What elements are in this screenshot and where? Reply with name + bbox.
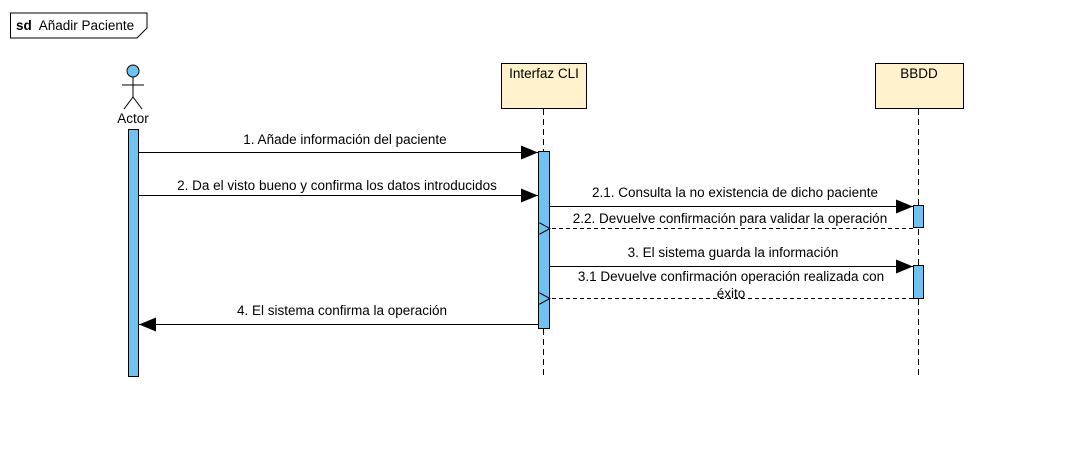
message-label-line-1: 3.1 Devuelve confirmación operación real… [578, 269, 884, 284]
actor-leg-right-icon [132, 96, 143, 110]
participant-interfaz-cli[interactable]: Interfaz CLI [501, 63, 587, 109]
activation-bar-bbdd [913, 205, 924, 228]
message-label: 2. Da el visto bueno y confirma los dato… [177, 178, 497, 193]
actor-head-icon [126, 64, 140, 78]
participant-box [875, 63, 964, 109]
message-4[interactable]: 4. El sistema confirma la operación [139, 303, 538, 332]
frame-title: sd Añadir Paciente [16, 18, 134, 33]
participant-label: BBDD [900, 66, 938, 81]
frame-keyword: sd [16, 18, 32, 33]
actor-leg-left-icon [123, 96, 134, 110]
activation-bar-bbdd [913, 265, 924, 299]
frame-tab-outline [10, 12, 148, 39]
participant-bbdd[interactable]: BBDD [875, 63, 964, 109]
message-label: 2.2. Devuelve confirmación para validar … [573, 211, 887, 226]
message-label: 3. El sistema guarda la información [628, 245, 839, 260]
frame-tab: sd Añadir Paciente [10, 12, 148, 39]
message-label: 1. Añade información del paciente [243, 132, 446, 147]
activation-bar-actor [128, 129, 139, 377]
participant-actor[interactable]: Actor [117, 64, 149, 126]
message-2-2[interactable]: 2.2. Devuelve confirmación para validar … [550, 211, 913, 229]
activation-bar-interfaz-cli [538, 151, 550, 329]
message-label-line-2: éxito [717, 286, 746, 301]
message-label: 4. El sistema confirma la operación [237, 303, 447, 318]
actor-label: Actor [117, 111, 149, 126]
message-1[interactable]: 1. Añade información del paciente [139, 132, 538, 160]
message-2[interactable]: 2. Da el visto bueno y confirma los dato… [139, 178, 538, 203]
message-3-1[interactable]: 3.1 Devuelve confirmación operación real… [550, 269, 913, 301]
frame-name: Añadir Paciente [39, 18, 134, 33]
participant-label: Interfaz CLI [509, 66, 579, 81]
participant-box [501, 63, 587, 109]
message-label: 2.1. Consulta la no existencia de dicho … [592, 185, 878, 200]
message-3[interactable]: 3. El sistema guarda la información [550, 245, 913, 274]
message-2-1[interactable]: 2.1. Consulta la no existencia de dicho … [550, 185, 913, 214]
